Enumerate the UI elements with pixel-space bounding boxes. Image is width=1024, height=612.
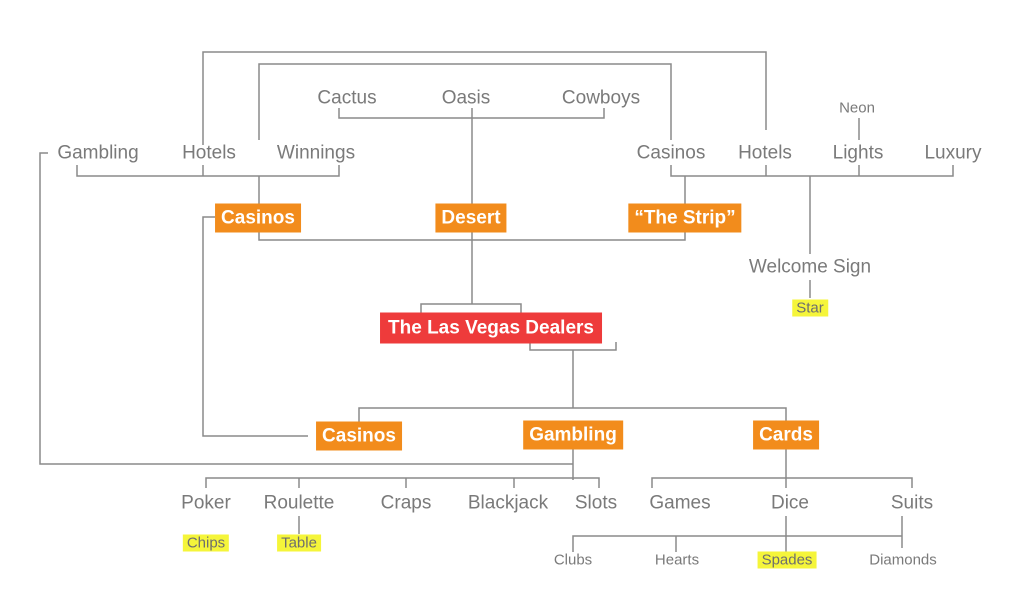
node-lights: Lights [832,142,884,164]
node-welcome-sign: Welcome Sign [748,256,872,278]
branch-casinos-bottom: Casinos [316,421,402,451]
node-cactus: Cactus [317,87,377,109]
node-clubs: Clubs [553,551,593,569]
node-cowboys: Cowboys [561,87,641,109]
node-gambling: Gambling [57,142,139,164]
branch-desert: Desert [435,203,507,233]
node-chips: Chips [182,534,230,552]
node-dice: Dice [770,492,810,514]
center-node: The Las Vegas Dealers [380,312,602,344]
node-suits: Suits [890,492,934,514]
node-casinos-right: Casinos [636,142,706,164]
node-winnings: Winnings [276,142,356,164]
branch-gambling: Gambling [523,420,623,450]
node-spades: Spades [757,551,817,569]
node-slots: Slots [574,492,618,514]
node-hotels-right: Hotels [738,142,792,164]
node-luxury: Luxury [924,142,982,164]
node-table: Table [277,534,321,552]
node-oasis: Oasis [441,87,491,109]
node-games: Games [649,492,711,514]
node-poker: Poker [181,492,231,514]
node-hearts: Hearts [654,551,700,569]
node-diamonds: Diamonds [869,551,937,569]
node-roulette: Roulette [263,492,335,514]
node-star: Star [792,299,828,317]
node-blackjack: Blackjack [467,492,549,514]
branch-casinos-top: Casinos [215,203,301,233]
node-hotels-left: Hotels [182,142,236,164]
node-craps: Craps [380,492,432,514]
node-neon: Neon [839,99,875,117]
branch-strip: “The Strip” [628,203,742,233]
branch-cards: Cards [753,420,819,450]
